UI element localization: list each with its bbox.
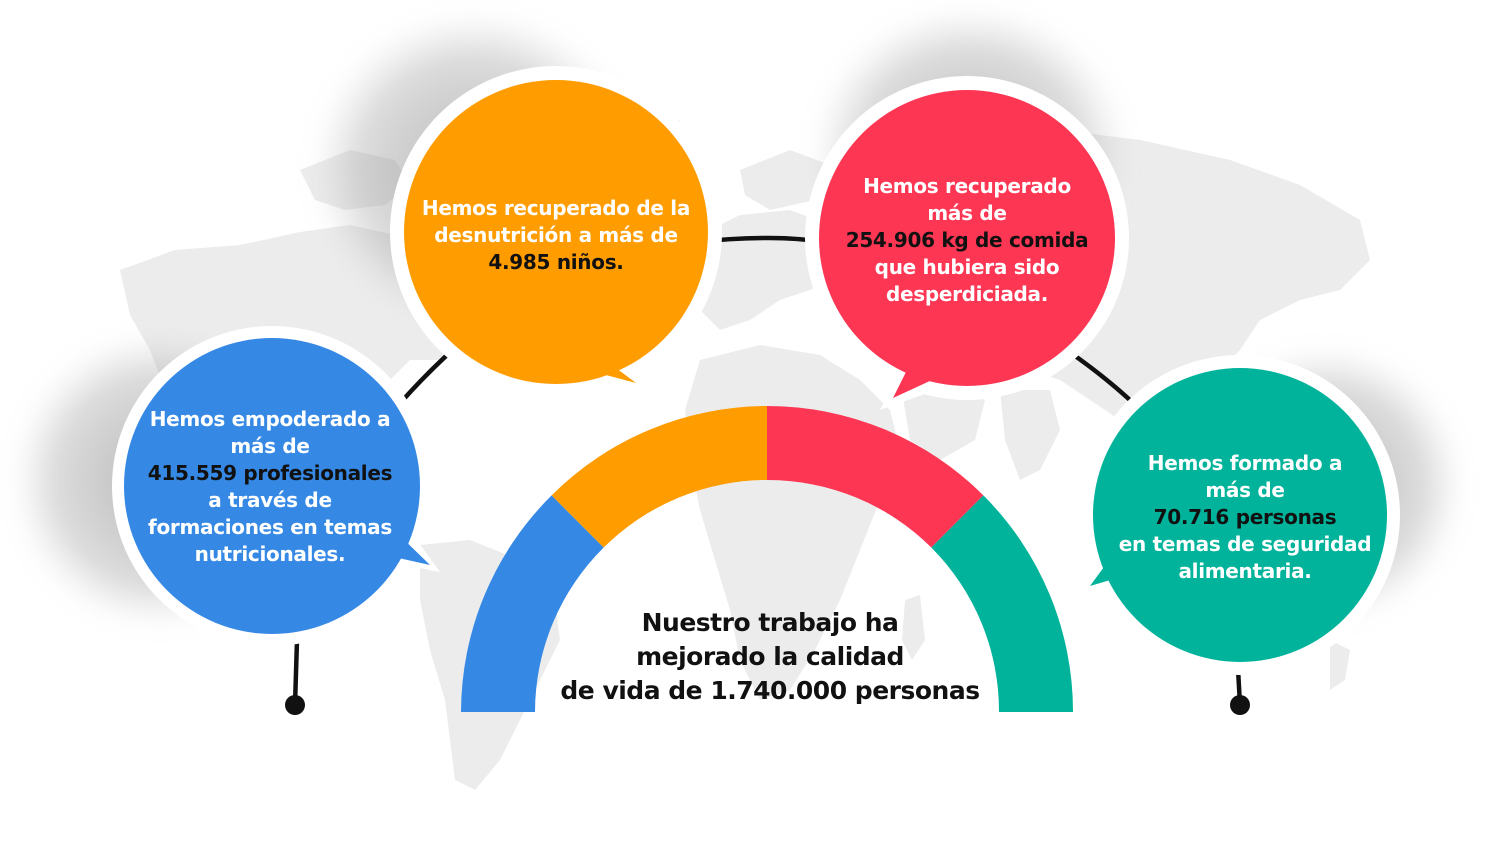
bubble-teal [1080, 345, 1465, 675]
center-line3: de vida de 1.740.000 personas [560, 676, 980, 705]
bubble-blue [10, 326, 440, 646]
bubble-red-line1: Hemos recuperado [863, 174, 1071, 198]
gauge-semicircle [461, 405, 1074, 712]
bubble-red [805, 5, 1130, 410]
center-line1: Nuestro trabajo ha [641, 608, 899, 637]
gauge-segment-teal [931, 495, 1074, 712]
bubble-blue-text: Hemos empoderado a más de 415.559 profes… [130, 406, 410, 568]
bubble-red-line4: que hubiera sido [874, 255, 1060, 279]
connector-dot-right [1230, 695, 1250, 715]
gauge-segment-red [767, 405, 984, 548]
bubble-teal-line5: alimentaria. [1178, 559, 1312, 583]
bubble-red-text: Hemos recuperado más de 254.906 kg de co… [832, 173, 1102, 308]
bubble-blue-line5: formaciones en temas [148, 515, 392, 539]
bubble-blue-line2: más de [230, 434, 310, 458]
bubble-blue-line1: Hemos empoderado a [149, 407, 391, 431]
bubble-teal-line1: Hemos formado a [1147, 451, 1343, 475]
bubble-teal-line3: 70.716 personas [1153, 505, 1337, 529]
bubble-orange-line2: desnutrición a más de [434, 223, 678, 247]
bubble-teal-line2: más de [1205, 478, 1285, 502]
bubble-red-line5: desperdiciada. [885, 282, 1049, 306]
bubble-teal-text: Hemos formado a más de 70.716 personas e… [1105, 450, 1385, 585]
bubble-red-line3: 254.906 kg de comida [845, 228, 1089, 252]
center-line2: mejorado la calidad [636, 642, 904, 671]
gauge-segment-blue [461, 495, 604, 712]
connector-dot-left [285, 695, 305, 715]
bubble-orange-line3: 4.985 niños. [488, 250, 624, 274]
bubble-blue-line4: a través de [208, 488, 332, 512]
bubble-blue-line3: 415.559 profesionales [147, 461, 393, 485]
bubble-orange-text: Hemos recuperado de la desnutrición a má… [406, 195, 706, 276]
bubble-orange [310, 10, 722, 398]
bubble-teal-line4: en temas de seguridad [1118, 532, 1372, 556]
bubble-red-line2: más de [927, 201, 1007, 225]
bubble-orange-line1: Hemos recuperado de la [421, 196, 691, 220]
bubble-blue-line6: nutricionales. [194, 542, 346, 566]
center-headline: Nuestro trabajo ha mejorado la calidad d… [520, 606, 1020, 708]
gauge-segment-orange [551, 406, 767, 548]
